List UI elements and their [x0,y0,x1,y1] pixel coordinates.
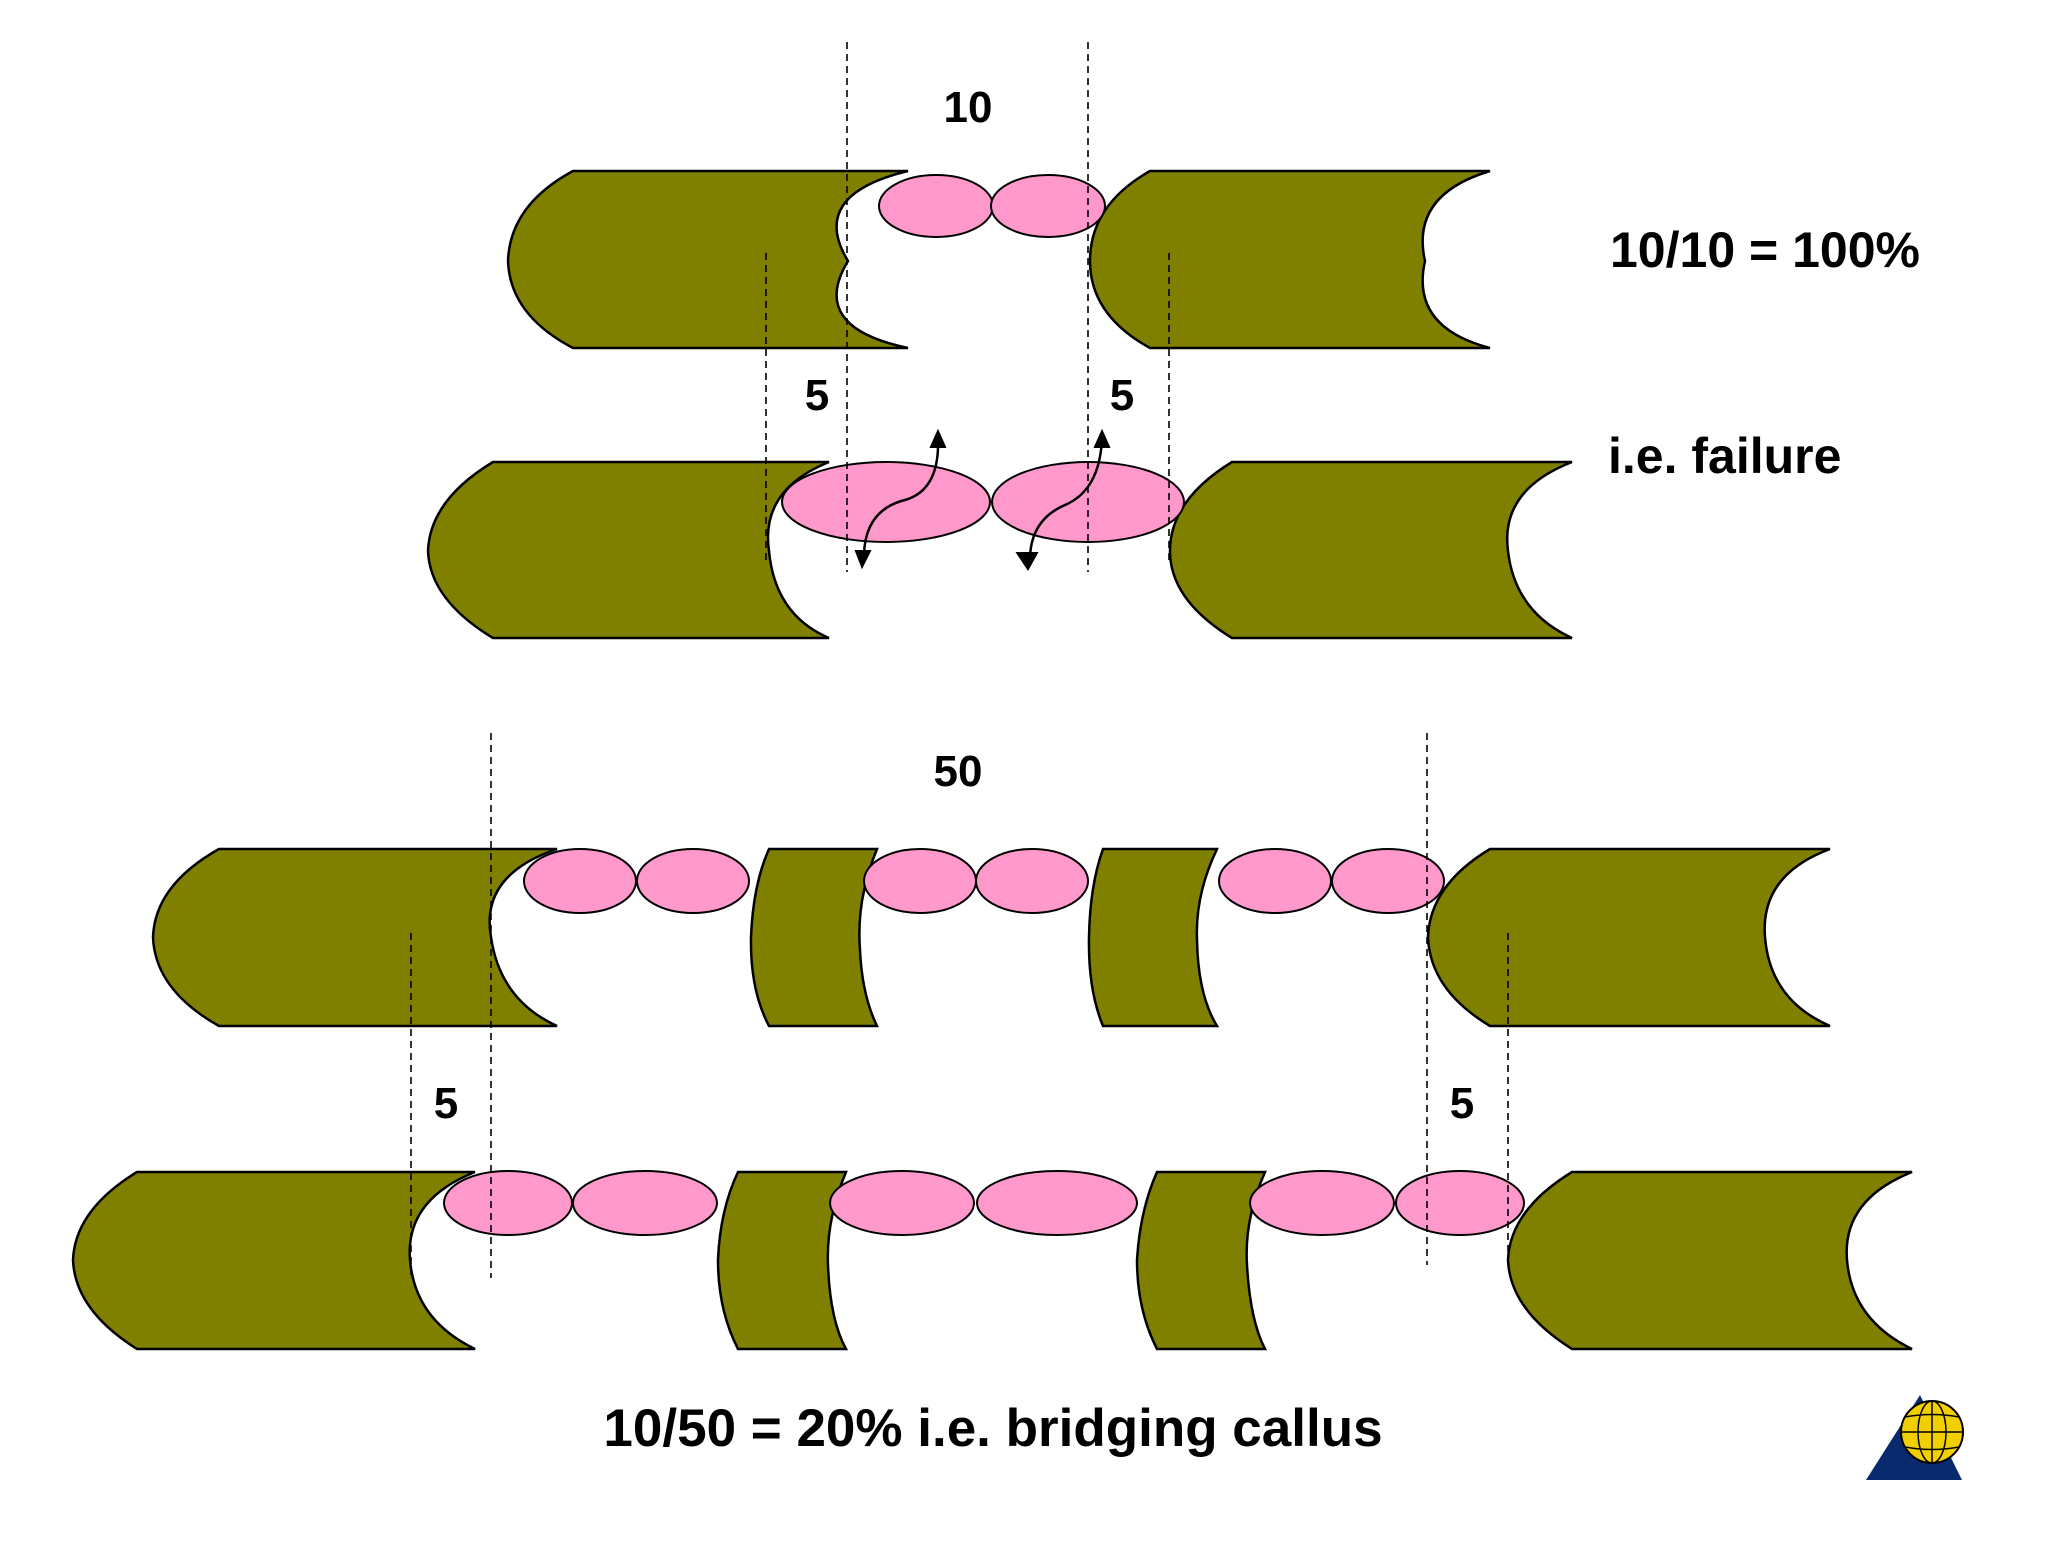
callus-cell [1395,1170,1525,1236]
callus-cell [975,848,1089,914]
arrow-head [929,428,947,449]
bone-fragment-left [426,460,830,640]
bone-fragment-right [1088,169,1491,350]
top-gap-label: 10 [944,83,993,132]
callus-cell [572,1170,718,1236]
bone-fragment-right [1426,847,1831,1028]
callus-cell [636,848,750,914]
callus-cell [523,848,637,914]
bottom-scenario-strained [71,1170,1913,1351]
bone-fragment-middle [1135,1170,1268,1351]
callus-cell [878,174,994,238]
top-ratio-label: 10/10 = 100% [1610,222,1920,278]
arrow-head [854,549,872,570]
callus-cell [443,1170,573,1236]
bone-fragment-right [1168,460,1573,640]
bottom-guide-lines [410,733,1509,1278]
callus-cell [1249,1170,1395,1236]
top-scenario-strained [426,428,1573,640]
callus-cell [990,174,1106,238]
bottom-scenario-unloaded [151,847,1831,1028]
bone-fragment-middle [749,847,879,1028]
bone-fragment-middle [1087,847,1220,1028]
bone-fragment-left [151,847,558,1028]
callus-cell [976,1170,1138,1236]
bone-fragment-middle [716,1170,849,1351]
tear-arrow [862,437,940,556]
callus-cell [863,848,977,914]
callus-cell [1218,848,1332,914]
top-strain-left-label: 5 [805,371,829,420]
callus-cell [829,1170,975,1236]
bottom-strain-left-label: 5 [434,1079,458,1128]
callus-cell [781,461,991,543]
top-result-label: i.e. failure [1608,428,1841,484]
bone-fragment-left [71,1170,476,1351]
bottom-strain-right-label: 5 [1450,1079,1474,1128]
top-scenario-unloaded [506,169,1491,350]
arrow-head [1093,428,1111,449]
bone-fragment-right [1506,1170,1913,1351]
bottom-result-label: 10/50 = 20% i.e. bridging callus [603,1399,1382,1458]
top-guide-lines [765,42,1170,572]
tear-arrow [1028,437,1104,561]
arrow-head [1015,551,1039,571]
bone-fragment-left [506,169,909,350]
callus-cell [1331,848,1445,914]
ao-globe-logo-icon [1866,1395,1964,1480]
top-strain-right-label: 5 [1110,371,1134,420]
bottom-gap-label: 50 [934,747,983,796]
